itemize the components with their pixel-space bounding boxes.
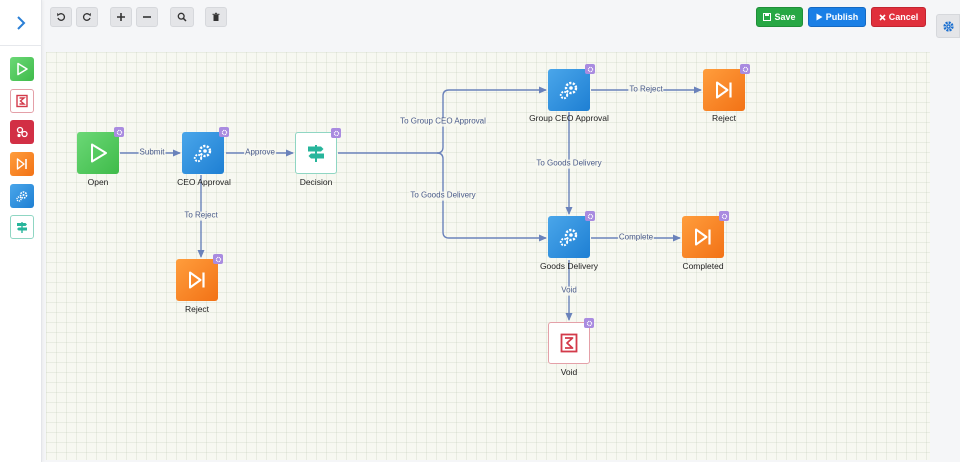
node-open[interactable]: [77, 127, 124, 174]
palette-gateway-node[interactable]: [10, 120, 34, 144]
node-label-goods-delivery: Goods Delivery: [539, 261, 599, 271]
node-label-open: Open: [87, 177, 109, 187]
node-reject-bottom[interactable]: [176, 254, 223, 301]
publish-label: Publish: [825, 11, 859, 22]
node-settings-badge[interactable]: [213, 254, 223, 264]
edge-label-void: Void: [560, 285, 578, 296]
end-icon: [189, 271, 205, 289]
edge-to-goods-delivery-decision[interactable]: [436, 152, 547, 242]
end-icon: [695, 228, 711, 246]
void-icon: [560, 333, 578, 353]
node-completed[interactable]: [682, 211, 729, 258]
node-label-reject-top: Reject: [711, 113, 737, 123]
gears-icon: [559, 228, 578, 247]
save-button[interactable]: Save: [756, 7, 803, 27]
end-icon: [16, 158, 27, 170]
signpost-icon: [17, 222, 27, 233]
node-label-decision: Decision: [299, 177, 333, 187]
edge-label-to-goods-delivery-decision: To Goods Delivery: [409, 190, 477, 201]
node-settings-badge[interactable]: [331, 128, 341, 138]
floppy-icon: [763, 13, 772, 21]
edge-label-to-group-ceo-approval: To Group CEO Approval: [399, 116, 487, 127]
gear-icon: [587, 213, 593, 219]
gears-icon: [559, 81, 578, 100]
node-label-ceo-approval: CEO Approval: [177, 177, 231, 187]
cancel-button[interactable]: Cancel: [871, 7, 926, 27]
zoom-fit-button[interactable]: [170, 7, 194, 27]
gear-icon: [221, 129, 227, 135]
gears-icon: [16, 191, 28, 202]
gear-icon: [586, 320, 592, 326]
palette-end-node[interactable]: [10, 152, 34, 176]
node-settings-badge[interactable]: [719, 211, 729, 221]
node-settings-badge[interactable]: [585, 64, 595, 74]
node-settings-badge[interactable]: [114, 127, 124, 137]
gear-icon: [721, 213, 727, 219]
node-void[interactable]: [548, 318, 594, 364]
zoom-out-button[interactable]: [136, 7, 158, 27]
end-icon: [716, 81, 732, 99]
node-palette: [0, 0, 42, 462]
node-settings-badge[interactable]: [219, 127, 229, 137]
edge-label-to-goods-delivery-group: To Goods Delivery: [535, 158, 603, 169]
trash-icon: [212, 12, 220, 21]
gateway-icon: [16, 126, 28, 138]
node-goods-delivery[interactable]: [548, 211, 595, 258]
edge-label-complete: Complete: [617, 232, 655, 243]
play-icon: [816, 13, 823, 21]
zoom-in-button[interactable]: [110, 7, 132, 27]
gears-icon: [193, 144, 212, 163]
play-icon: [17, 62, 28, 76]
palette-decision-node[interactable]: [10, 215, 34, 239]
node-settings-badge[interactable]: [584, 318, 594, 328]
gear-icon: [116, 129, 122, 135]
node-settings-badge[interactable]: [740, 64, 750, 74]
expand-palette-button[interactable]: [0, 0, 42, 46]
cancel-label: Cancel: [888, 11, 919, 22]
node-reject-top[interactable]: [703, 64, 750, 111]
gear-icon: [587, 66, 593, 72]
gear-icon: [942, 20, 954, 32]
node-settings-badge[interactable]: [585, 211, 595, 221]
palette-void-node[interactable]: [10, 89, 34, 113]
edge-label-to-reject-ceo: To Reject: [183, 210, 219, 221]
node-label-group-ceo-approval: Group CEO Approval: [529, 113, 609, 123]
minus-icon: [143, 16, 151, 18]
undo-icon: [57, 13, 66, 21]
delete-button[interactable]: [205, 7, 227, 27]
node-ceo-approval[interactable]: [182, 127, 229, 174]
play-icon: [91, 143, 107, 163]
save-label: Save: [774, 11, 796, 22]
gear-icon: [742, 66, 748, 72]
close-icon: [879, 13, 886, 21]
gear-icon: [333, 130, 339, 136]
workflow-canvas[interactable]: [46, 52, 930, 460]
palette-task-node[interactable]: [10, 184, 34, 208]
signpost-icon: [308, 145, 324, 162]
chevron-right-icon: [17, 15, 26, 30]
edge-label-approve: Approve: [244, 147, 276, 158]
node-label-reject-bottom: Reject: [184, 304, 210, 314]
edge-label-to-reject-group: To Reject: [628, 84, 664, 95]
plus-icon: [117, 13, 125, 21]
search-icon: [177, 12, 187, 22]
void-icon: [16, 94, 28, 108]
publish-button[interactable]: Publish: [808, 7, 866, 27]
redo-icon: [82, 13, 91, 21]
node-label-void: Void: [560, 367, 578, 377]
node-group-ceo-approval[interactable]: [548, 64, 595, 111]
palette-start-node[interactable]: [10, 57, 34, 81]
gear-icon: [215, 256, 221, 262]
undo-button[interactable]: [50, 7, 72, 27]
node-label-completed: Completed: [682, 261, 724, 271]
edge-label-submit: Submit: [138, 147, 166, 158]
node-decision[interactable]: [295, 128, 341, 174]
redo-button[interactable]: [76, 7, 98, 27]
